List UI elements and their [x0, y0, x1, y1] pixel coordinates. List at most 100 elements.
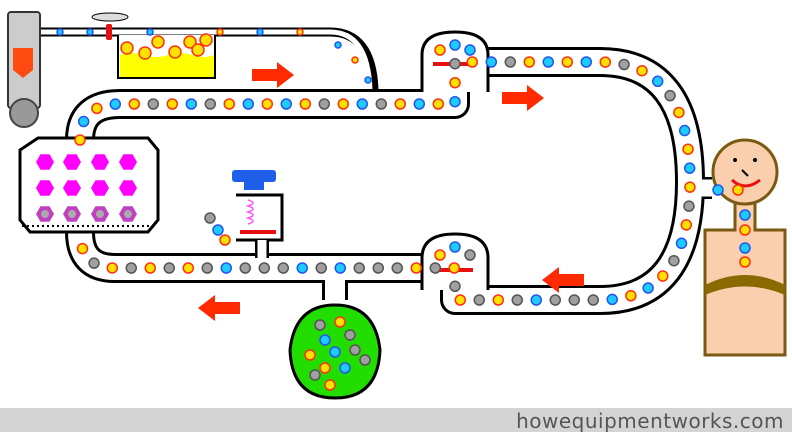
flowmeter [7, 11, 41, 128]
co2-molecule [349, 344, 361, 356]
co2-molecule [683, 200, 695, 212]
oxygen-molecule [356, 98, 369, 110]
oxygen-molecule [675, 237, 688, 250]
anesthetic-molecule [673, 106, 685, 119]
oxygen-molecule [364, 76, 372, 84]
oxygen-molecule [242, 98, 255, 110]
absorbent-granule [119, 180, 137, 196]
anesthetic-molecule [304, 349, 316, 361]
flow-direction-arrow [502, 85, 544, 111]
oxygen-molecule [212, 224, 224, 236]
anesthetic-molecule [337, 98, 350, 110]
co2-molecule [549, 294, 562, 306]
co2-molecule [449, 280, 461, 293]
anesthetic-molecule [410, 262, 423, 274]
anesthetic-molecule [523, 56, 536, 68]
anesthetic-molecule [138, 46, 152, 60]
co2-molecule [618, 58, 630, 71]
anesthetic-molecule [183, 35, 197, 49]
oxygen-molecule [339, 362, 351, 374]
oxygen-molecule [449, 95, 461, 108]
site-credit: howequipmentworks.com [516, 409, 784, 432]
co2-molecule [147, 98, 160, 110]
oxygen-molecule [739, 242, 751, 254]
anesthetic-molecule [216, 28, 224, 36]
anesthetic-molecule [106, 262, 119, 274]
anesthetic-molecule [657, 270, 669, 282]
oxygen-molecule [256, 28, 264, 36]
anesthetic-molecule [599, 56, 612, 68]
oxygen-molecule [86, 28, 94, 36]
absorbent-granule-used [96, 210, 104, 218]
anesthetic-molecule [168, 45, 182, 59]
co2-molecule [309, 369, 321, 381]
anesthetic-molecule [466, 56, 479, 68]
co2-molecule [372, 262, 385, 274]
oxygen-molecule [464, 44, 476, 56]
absorbent-granule [36, 154, 54, 170]
oxygen-molecule [319, 334, 331, 346]
apl-valve[interactable] [232, 170, 284, 262]
co2-molecule [88, 257, 100, 269]
co2-molecule [504, 56, 517, 68]
oxygen-molecule [334, 41, 342, 49]
anesthetic-molecule [561, 56, 574, 68]
absorbent-granule [91, 154, 109, 170]
oxygen-molecule [642, 282, 654, 294]
absorbent-granule [36, 180, 54, 196]
anesthetic-molecule [334, 316, 346, 328]
anesthetic-molecule [319, 362, 331, 374]
oxygen-molecule [449, 39, 461, 51]
anesthetic-molecule [739, 256, 751, 268]
anesthetic-molecule [128, 98, 141, 110]
co2-molecule [668, 254, 680, 267]
oxygen-molecule [280, 98, 293, 110]
oxygen-molecule [712, 184, 724, 196]
absorbent-granule-used [124, 210, 132, 218]
co2-molecule [163, 262, 176, 274]
co2-molecule [464, 249, 476, 261]
anesthetic-molecule [120, 41, 134, 55]
co2-molecule [353, 262, 366, 274]
oxygen-molecule [485, 56, 498, 68]
oxygen-molecule [296, 262, 309, 274]
anesthetic-molecule [166, 98, 179, 110]
absorbent-granule-used [68, 210, 76, 218]
anesthetic-molecule [680, 219, 693, 231]
co2-molecule [204, 98, 217, 110]
anesthetic-molecule [739, 224, 751, 236]
anesthetic-molecule [324, 379, 336, 391]
anesthetic-molecule [299, 98, 312, 110]
co2-molecule [664, 89, 676, 102]
anesthetic-molecule [394, 98, 407, 110]
co2-molecule [125, 262, 138, 274]
anesthetic-molecule [74, 134, 86, 146]
oxygen-molecule [606, 293, 618, 306]
absorbent-granule [63, 154, 81, 170]
oxygen-molecule [678, 124, 691, 137]
co2-molecule [449, 57, 461, 70]
oxygen-molecule [683, 162, 696, 174]
absorbent-granule-used [41, 210, 49, 218]
anesthetic-molecule [732, 184, 744, 196]
co2-molecule [587, 294, 600, 306]
anesthetic-molecule [434, 249, 446, 261]
anesthetic-molecule [449, 76, 461, 89]
oxygen-molecule [56, 28, 64, 36]
co2-molecule [318, 98, 331, 110]
anesthetic-molecule [219, 234, 231, 246]
oxygen-molecule [77, 115, 90, 128]
co2-molecule [201, 262, 214, 274]
absorbent-granule [63, 180, 81, 196]
oxygen-molecule [109, 98, 122, 110]
oxygen-molecule [739, 209, 751, 221]
anesthetic-molecule [454, 294, 467, 306]
anesthetic-molecule [684, 181, 696, 193]
anesthetic-molecule [76, 242, 89, 255]
anesthetic-molecule [191, 43, 205, 57]
co2-molecule [429, 262, 442, 274]
anesthetic-molecule [182, 262, 195, 274]
anesthetic-molecule [351, 56, 359, 64]
vaporizer-dial[interactable] [91, 12, 129, 40]
